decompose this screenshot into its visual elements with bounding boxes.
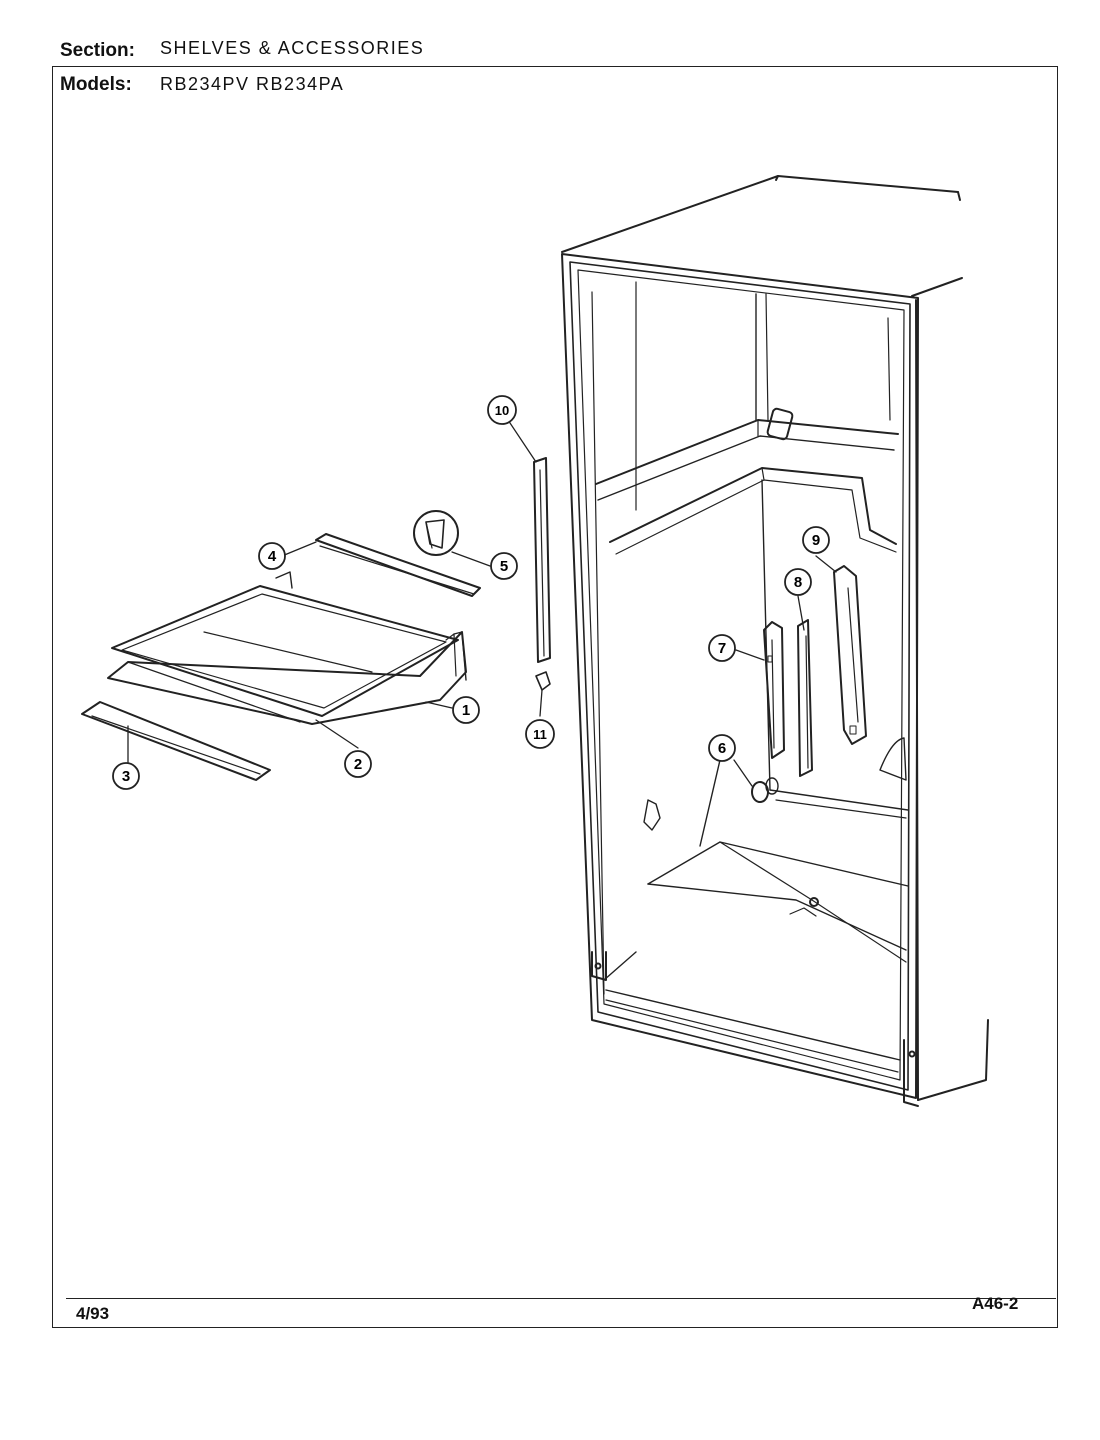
diagram-frame <box>52 66 1058 1328</box>
footer-rule <box>66 1298 1056 1299</box>
front-trim-3 <box>81 701 271 781</box>
refrigerator-cabinet <box>561 175 989 1107</box>
callout-4: 4 <box>258 542 286 570</box>
callout-5-number: 5 <box>500 558 508 575</box>
callout-3: 3 <box>112 762 140 790</box>
callout-7-number: 7 <box>718 640 726 657</box>
callout-9-number: 9 <box>812 532 820 549</box>
vertical-rail-10 <box>533 457 551 663</box>
callout-8: 8 <box>784 568 812 596</box>
leader-8 <box>797 595 805 631</box>
section-value: SHELVES & ACCESSORIES <box>160 38 425 58</box>
leader-5 <box>451 551 491 567</box>
leader-11 <box>539 689 543 717</box>
callout-6: 6 <box>708 734 736 762</box>
callout-11: 11 <box>525 719 555 749</box>
callout-5: 5 <box>490 552 518 580</box>
leader-4 <box>281 541 317 557</box>
trim-clip-5 <box>413 510 459 556</box>
callout-1-number: 1 <box>462 702 470 719</box>
shelf-bracket-8 <box>797 619 813 777</box>
shelf-frame-1 <box>107 631 467 725</box>
rear-trim-4 <box>275 533 481 597</box>
callout-4-number: 4 <box>268 548 277 565</box>
shelf-bracket-7 <box>763 621 785 759</box>
callout-11-number: 11 <box>533 727 547 742</box>
callout-7: 7 <box>708 634 736 662</box>
footer-date: 4/93 <box>76 1304 110 1323</box>
callout-6-number: 6 <box>718 740 726 757</box>
shelf-support-6 <box>751 777 779 803</box>
callout-10-number: 10 <box>495 403 509 418</box>
callout-9: 9 <box>802 526 830 554</box>
callout-10: 10 <box>487 395 517 425</box>
callout-2-number: 2 <box>354 756 362 773</box>
leader-lines <box>127 419 837 787</box>
leader-9 <box>815 555 837 573</box>
leader-7 <box>735 649 765 661</box>
footer-page-code: A46-2 <box>972 1294 1019 1313</box>
leader-6 <box>733 759 753 787</box>
callout-8-number: 8 <box>794 574 802 591</box>
callout-2: 2 <box>344 750 372 778</box>
leader-1 <box>425 701 453 709</box>
callout-3-number: 3 <box>122 768 130 785</box>
section-label: Section: <box>60 40 135 61</box>
callouts: 1 2 3 4 5 6 7 8 <box>112 395 830 790</box>
end-cap-11 <box>535 671 551 691</box>
models-value: RB234PV RB234PA <box>160 74 345 94</box>
leader-2 <box>315 719 359 749</box>
glass-shelf-2 <box>111 585 459 717</box>
models-label: Models: <box>60 74 132 95</box>
leader-10 <box>507 419 537 463</box>
shelf-bracket-9 <box>833 565 867 745</box>
callout-1: 1 <box>452 696 480 724</box>
